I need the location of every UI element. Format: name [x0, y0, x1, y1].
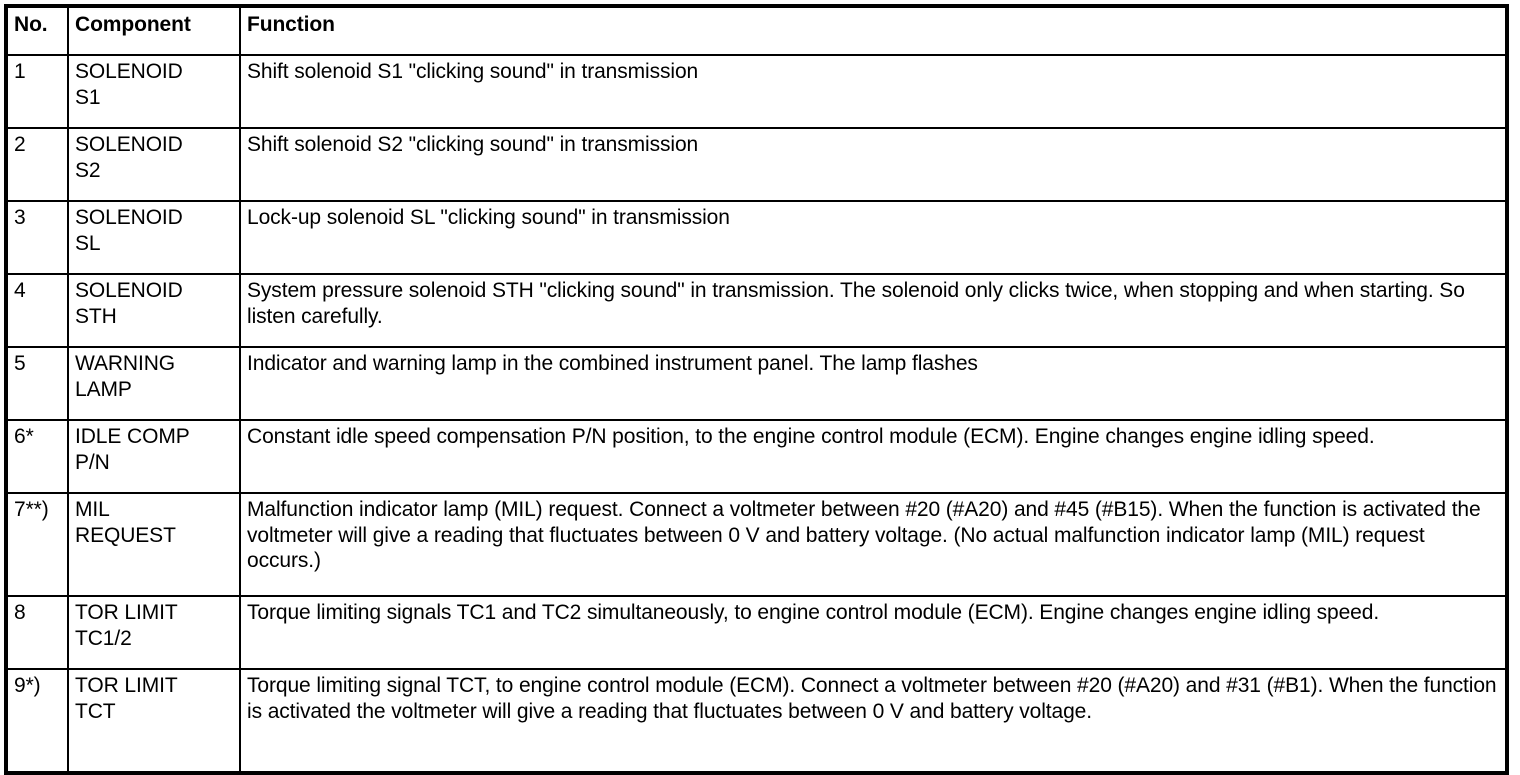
row-function: Torque limiting signals TC1 and TC2 simu…	[239, 595, 1508, 670]
row-function: Malfunction indicator lamp (MIL) request…	[239, 492, 1508, 597]
row-number: 9*)	[5, 668, 69, 774]
table-row: 7**) MIL REQUEST Malfunction indicator l…	[5, 492, 1508, 597]
table-row: 4 SOLENOID STH System pressure solenoid …	[5, 273, 1508, 348]
row-function: Shift solenoid S2 "clicking sound" in tr…	[239, 127, 1508, 202]
component-function-table: No. Component Function 1 SOLENOID S1 Shi…	[4, 4, 1509, 775]
spec-table-sheet: No. Component Function 1 SOLENOID S1 Shi…	[4, 4, 1509, 775]
row-number: 3	[5, 200, 69, 275]
row-function: Shift solenoid S1 "clicking sound" in tr…	[239, 54, 1508, 129]
table-row: 8 TOR LIMIT TC1/2 Torque limiting signal…	[5, 595, 1508, 670]
row-number: 2	[5, 127, 69, 202]
table-body: 1 SOLENOID S1 Shift solenoid S1 "clickin…	[5, 54, 1508, 774]
table-row: 9*) TOR LIMIT TCT Torque limiting signal…	[5, 668, 1508, 774]
row-component: WARNING LAMP	[67, 346, 241, 421]
column-header-component: Component	[67, 5, 241, 56]
row-component: MIL REQUEST	[67, 492, 241, 597]
row-function: Constant idle speed compensation P/N pos…	[239, 419, 1508, 494]
column-header-function: Function	[239, 5, 1508, 56]
row-component: IDLE COMP P/N	[67, 419, 241, 494]
table-row: 5 WARNING LAMP Indicator and warning lam…	[5, 346, 1508, 421]
table-row: 1 SOLENOID S1 Shift solenoid S1 "clickin…	[5, 54, 1508, 129]
row-function: Indicator and warning lamp in the combin…	[239, 346, 1508, 421]
row-number: 6*	[5, 419, 69, 494]
row-function: System pressure solenoid STH "clicking s…	[239, 273, 1508, 348]
table-row: 3 SOLENOID SL Lock-up solenoid SL "click…	[5, 200, 1508, 275]
table-row: 6* IDLE COMP P/N Constant idle speed com…	[5, 419, 1508, 494]
row-number: 1	[5, 54, 69, 129]
row-function: Lock-up solenoid SL "clicking sound" in …	[239, 200, 1508, 275]
row-component: TOR LIMIT TC1/2	[67, 595, 241, 670]
table-header: No. Component Function	[5, 5, 1508, 56]
row-number: 8	[5, 595, 69, 670]
row-component: SOLENOID SL	[67, 200, 241, 275]
row-component: SOLENOID STH	[67, 273, 241, 348]
row-component: SOLENOID S2	[67, 127, 241, 202]
row-number: 5	[5, 346, 69, 421]
column-header-no: No.	[5, 5, 69, 56]
row-component: TOR LIMIT TCT	[67, 668, 241, 774]
row-component: SOLENOID S1	[67, 54, 241, 129]
table-header-row: No. Component Function	[5, 5, 1508, 56]
row-number: 7**)	[5, 492, 69, 597]
row-number: 4	[5, 273, 69, 348]
table-row: 2 SOLENOID S2 Shift solenoid S2 "clickin…	[5, 127, 1508, 202]
row-function: Torque limiting signal TCT, to engine co…	[239, 668, 1508, 774]
